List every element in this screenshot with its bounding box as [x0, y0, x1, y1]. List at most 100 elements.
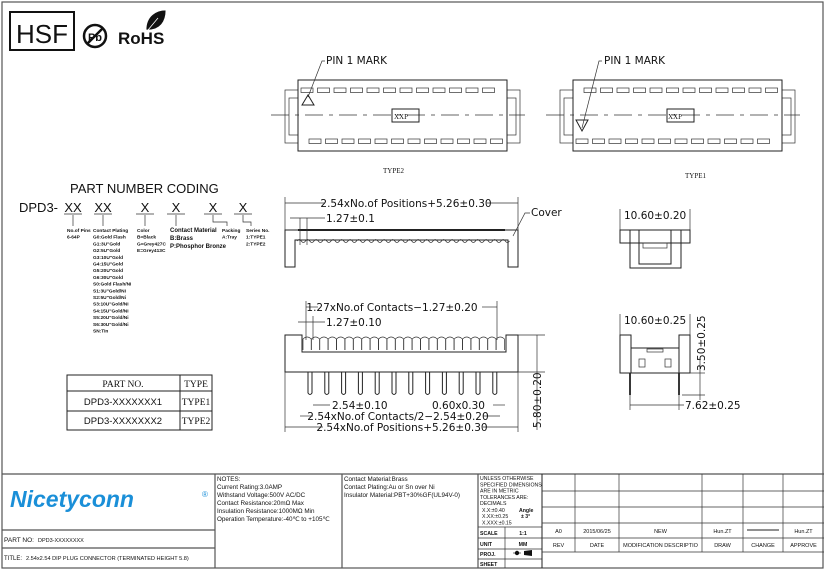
pin1-leader [581, 60, 602, 129]
part-code-field-4: X [172, 200, 181, 215]
part-code-field-2: XX [94, 200, 112, 215]
pin-count-label-type2: XXP [394, 113, 408, 121]
contact-slot [374, 138, 388, 144]
contact-slot [625, 138, 638, 144]
pin [341, 372, 347, 395]
revision-value: Hun.ZT [713, 529, 732, 535]
note-line: Current Rating:3.0AMP [217, 484, 282, 491]
contact-slot [600, 87, 613, 93]
registered-mark: ® [202, 490, 208, 499]
part-code-desc: 2:TYPE2 [246, 241, 266, 247]
contact-slot [658, 138, 671, 144]
revision-header: REV [553, 543, 565, 549]
part-code-desc: SN:Tin [93, 329, 108, 335]
contact-slot [583, 87, 597, 93]
contact-tooth [386, 336, 396, 350]
pb-logo: Pb [88, 32, 102, 44]
front-overall-length-dim: 2.54xNo.of Positions+5.26±0.30 [316, 422, 487, 434]
contact-tooth [378, 336, 388, 350]
contact-slot [424, 138, 437, 144]
part-code-desc: S6:30U"Gold/Ni [93, 322, 129, 328]
side-view [284, 197, 530, 268]
contact-slot [765, 87, 778, 93]
contact-slot [473, 138, 487, 144]
revision-header: CHANGE [751, 543, 775, 549]
row-spacing-dim: 7.62±0.25 [685, 400, 741, 412]
contact-slot [649, 87, 663, 93]
part-code-desc: G=Grey427C [137, 241, 166, 247]
contact-slot [575, 138, 589, 144]
connector-body [297, 79, 508, 152]
contact-tooth [411, 336, 421, 350]
tolerance-line: DECIMALS [480, 501, 507, 507]
revision-value: A0 [555, 529, 562, 535]
code-leader [242, 215, 252, 226]
part-no-label: PART NO: [4, 537, 34, 544]
pin-count-box [666, 108, 695, 123]
part-code-desc: S4:15U"Gold/Ni [93, 308, 129, 314]
part-code-desc: G3:10U"Gold [93, 255, 123, 261]
unit-label: UNIT [480, 542, 493, 548]
part-code-desc: Packing [222, 228, 240, 234]
contact-tooth [487, 336, 497, 350]
contact-tooth [428, 336, 438, 350]
half-contacts-dim: 2.54xNo.of Contacts/2−2.54±0.20 [307, 411, 488, 423]
hsf-logo-box [9, 11, 75, 51]
material-line: Contact Plating:Au or Sn over Ni [344, 484, 435, 491]
contact-tooth [403, 336, 413, 350]
pin [425, 372, 431, 395]
pin [441, 372, 447, 395]
part-coding-prefix: DPD3- [19, 200, 58, 215]
part-code-field-6: X [239, 200, 248, 215]
part-code-field-3: X [141, 200, 150, 215]
part-code-field-1: XX [64, 200, 82, 215]
contact-tooth [445, 336, 455, 350]
contact-slot [608, 138, 622, 144]
tolerance-line: UNLESS OTHERWISE [480, 476, 534, 482]
unit-value: MM [519, 542, 528, 548]
table-row-1-type: TYPE1 [182, 398, 211, 408]
contact-slot [674, 138, 688, 144]
contact-slot [641, 138, 655, 144]
pin [357, 372, 363, 395]
leaf-icon [145, 9, 167, 31]
contact-tooth [453, 336, 463, 350]
contact-slot [358, 138, 371, 144]
revision-value: 2015/06/25 [583, 529, 611, 535]
contact-slot [449, 87, 462, 93]
contact-slot [633, 87, 646, 93]
side-overall-length-dim: 2.54xNo.of Positions+5.26±0.30 [320, 198, 491, 210]
part-code-desc: S2:5U"Gold/Ni [93, 295, 126, 301]
part-code-desc: P:Phosphor Bronze [170, 244, 227, 250]
pb-free-icon [82, 23, 108, 49]
pin [374, 372, 380, 395]
end-bottom-width-dim: 10.60±0.25 [624, 315, 686, 327]
contact-tooth [495, 336, 505, 350]
revision-value: NEW [654, 529, 668, 535]
contact-tooth [327, 336, 337, 350]
part-no-value: DPD3-XXXXXXXX [38, 538, 84, 544]
end-view-bottom [619, 314, 705, 410]
revision-value: Hun.ZT [794, 529, 813, 535]
contact-slot [465, 87, 479, 93]
scale-label: SCALE [480, 531, 498, 537]
part-code-desc: Series No. [246, 228, 269, 234]
contact-tooth [344, 336, 354, 350]
scale-value: 1:1 [519, 531, 527, 537]
contact-slot [308, 138, 322, 144]
part-code-field-5: X [209, 200, 218, 215]
pin1-triangle-icon [575, 119, 589, 133]
brand-logo: Nicetyconn [10, 486, 134, 512]
contact-tooth [420, 336, 430, 350]
contact-slot [317, 87, 330, 93]
contact-slot [740, 138, 754, 144]
contact-slot [482, 87, 495, 93]
pin [391, 372, 397, 395]
pin1-mark-label-type2: PIN 1 MARK [326, 55, 388, 67]
title-label: TITLE: [4, 556, 22, 562]
note-line: Operation Temperature:-40℃ to +105℃ [217, 516, 330, 523]
contact-slot [691, 138, 704, 144]
